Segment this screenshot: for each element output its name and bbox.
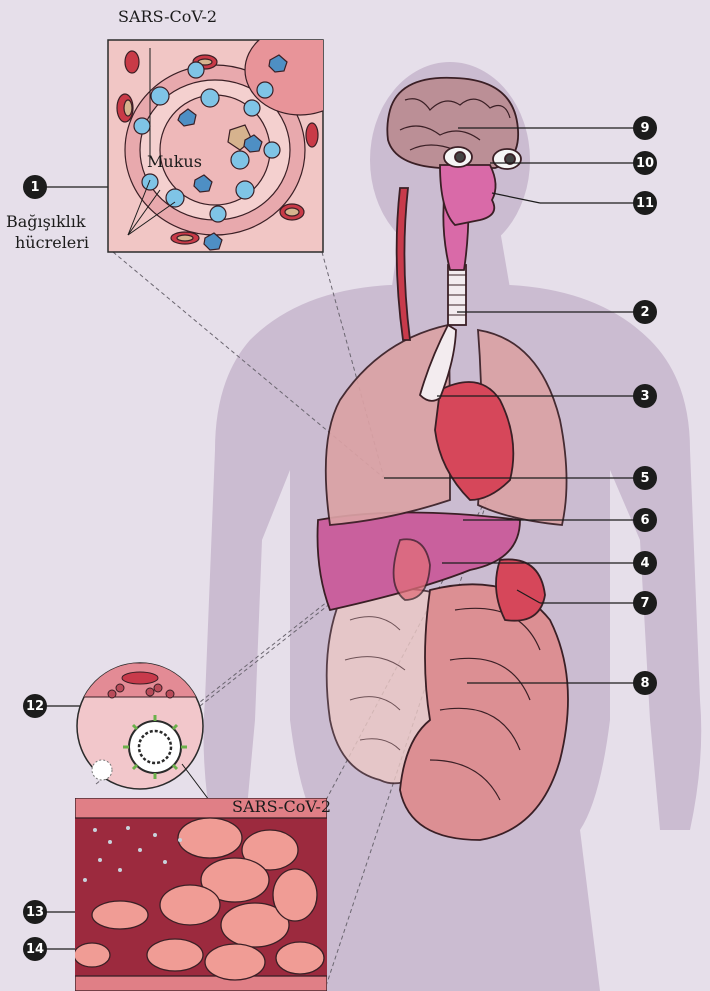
blood-vessel-inset xyxy=(74,798,327,991)
marker-10: 10 xyxy=(633,151,657,175)
marker-5: 5 xyxy=(633,466,657,490)
marker-6: 6 xyxy=(633,508,657,532)
marker-14: 14 xyxy=(23,937,47,961)
lung-tissue-inset xyxy=(108,25,355,252)
face xyxy=(440,165,496,225)
label-immune-cells-2: hücreleri xyxy=(15,233,89,252)
organs xyxy=(318,78,569,840)
virus-zoom-circle xyxy=(77,663,215,808)
marker-3: 3 xyxy=(633,384,657,408)
label-sars-cov-2-top: SARS-CoV-2 xyxy=(118,7,217,26)
marker-1: 1 xyxy=(23,175,47,199)
marker-7: 7 xyxy=(633,591,657,615)
marker-12: 12 xyxy=(23,694,47,718)
marker-9: 9 xyxy=(633,116,657,140)
marker-8: 8 xyxy=(633,671,657,695)
label-sars-cov-2-bottom: SARS-CoV-2 xyxy=(232,797,331,816)
marker-4: 4 xyxy=(633,551,657,575)
marker-2: 2 xyxy=(633,300,657,324)
marker-13: 13 xyxy=(23,900,47,924)
label-immune-cells-1: Bağışıklık xyxy=(6,212,86,231)
marker-11: 11 xyxy=(633,191,657,215)
label-mukus: Mukus xyxy=(147,152,202,171)
